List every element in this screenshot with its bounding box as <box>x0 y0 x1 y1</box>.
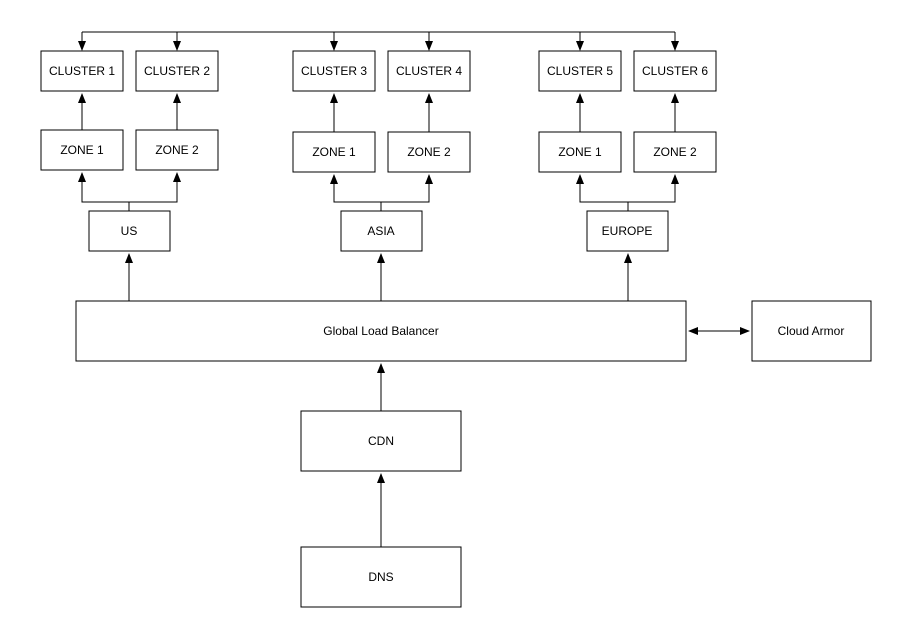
asia-region-box: ASIA <box>340 210 423 252</box>
cluster-1-label: CLUSTER 1 <box>49 64 115 78</box>
dns-box: DNS <box>300 546 462 608</box>
cluster-5-box: CLUSTER 5 <box>538 50 622 92</box>
cdn-label: CDN <box>368 434 394 448</box>
connector-group <box>78 31 750 547</box>
asia-zone-1-label: ZONE 1 <box>312 145 356 159</box>
cloud-armor-label: Cloud Armor <box>778 324 845 338</box>
cluster-4-label: CLUSTER 4 <box>396 64 462 78</box>
us-region-label: US <box>121 224 138 238</box>
europe-zone-2-box: ZONE 2 <box>633 131 717 173</box>
edge-europe-to-zone-2 <box>628 174 679 203</box>
europe-zone-2-label: ZONE 2 <box>653 145 697 159</box>
global-load-balancer-label: Global Load Balancer <box>323 324 438 338</box>
asia-region-label: ASIA <box>367 224 394 238</box>
cluster-6-box: CLUSTER 6 <box>633 50 717 92</box>
cluster-2-label: CLUSTER 2 <box>144 64 210 78</box>
cluster-2-box: CLUSTER 2 <box>135 50 219 92</box>
asia-zone-2-label: ZONE 2 <box>407 145 451 159</box>
edge-us-to-zone-1 <box>78 172 130 211</box>
cluster-1-box: CLUSTER 1 <box>40 50 124 92</box>
cluster-3-label: CLUSTER 3 <box>301 64 367 78</box>
europe-zone-1-box: ZONE 1 <box>538 131 622 173</box>
us-zone-1-label: ZONE 1 <box>60 143 104 157</box>
us-zone-1-box: ZONE 1 <box>40 129 124 171</box>
europe-region-label: EUROPE <box>602 224 653 238</box>
cdn-box: CDN <box>300 410 462 472</box>
asia-zone-2-box: ZONE 2 <box>387 131 471 173</box>
us-region-box: US <box>88 210 171 252</box>
cluster-5-label: CLUSTER 5 <box>547 64 613 78</box>
us-zone-2-label: ZONE 2 <box>155 143 199 157</box>
europe-zone-1-label: ZONE 1 <box>558 145 602 159</box>
edge-europe-to-zone-1 <box>576 174 629 211</box>
cloud-armor-box: Cloud Armor <box>751 300 872 362</box>
cluster-6-label: CLUSTER 6 <box>642 64 708 78</box>
edge-asia-to-zone-2 <box>381 174 433 203</box>
cluster-4-box: CLUSTER 4 <box>387 50 471 92</box>
dns-label: DNS <box>368 570 393 584</box>
edge-asia-to-zone-1 <box>330 174 382 211</box>
global-load-balancer-box: Global Load Balancer <box>75 300 687 362</box>
cluster-3-box: CLUSTER 3 <box>292 50 376 92</box>
edge-us-to-zone-2 <box>129 172 181 203</box>
asia-zone-1-box: ZONE 1 <box>292 131 376 173</box>
us-zone-2-box: ZONE 2 <box>135 129 219 171</box>
europe-region-box: EUROPE <box>586 210 669 252</box>
